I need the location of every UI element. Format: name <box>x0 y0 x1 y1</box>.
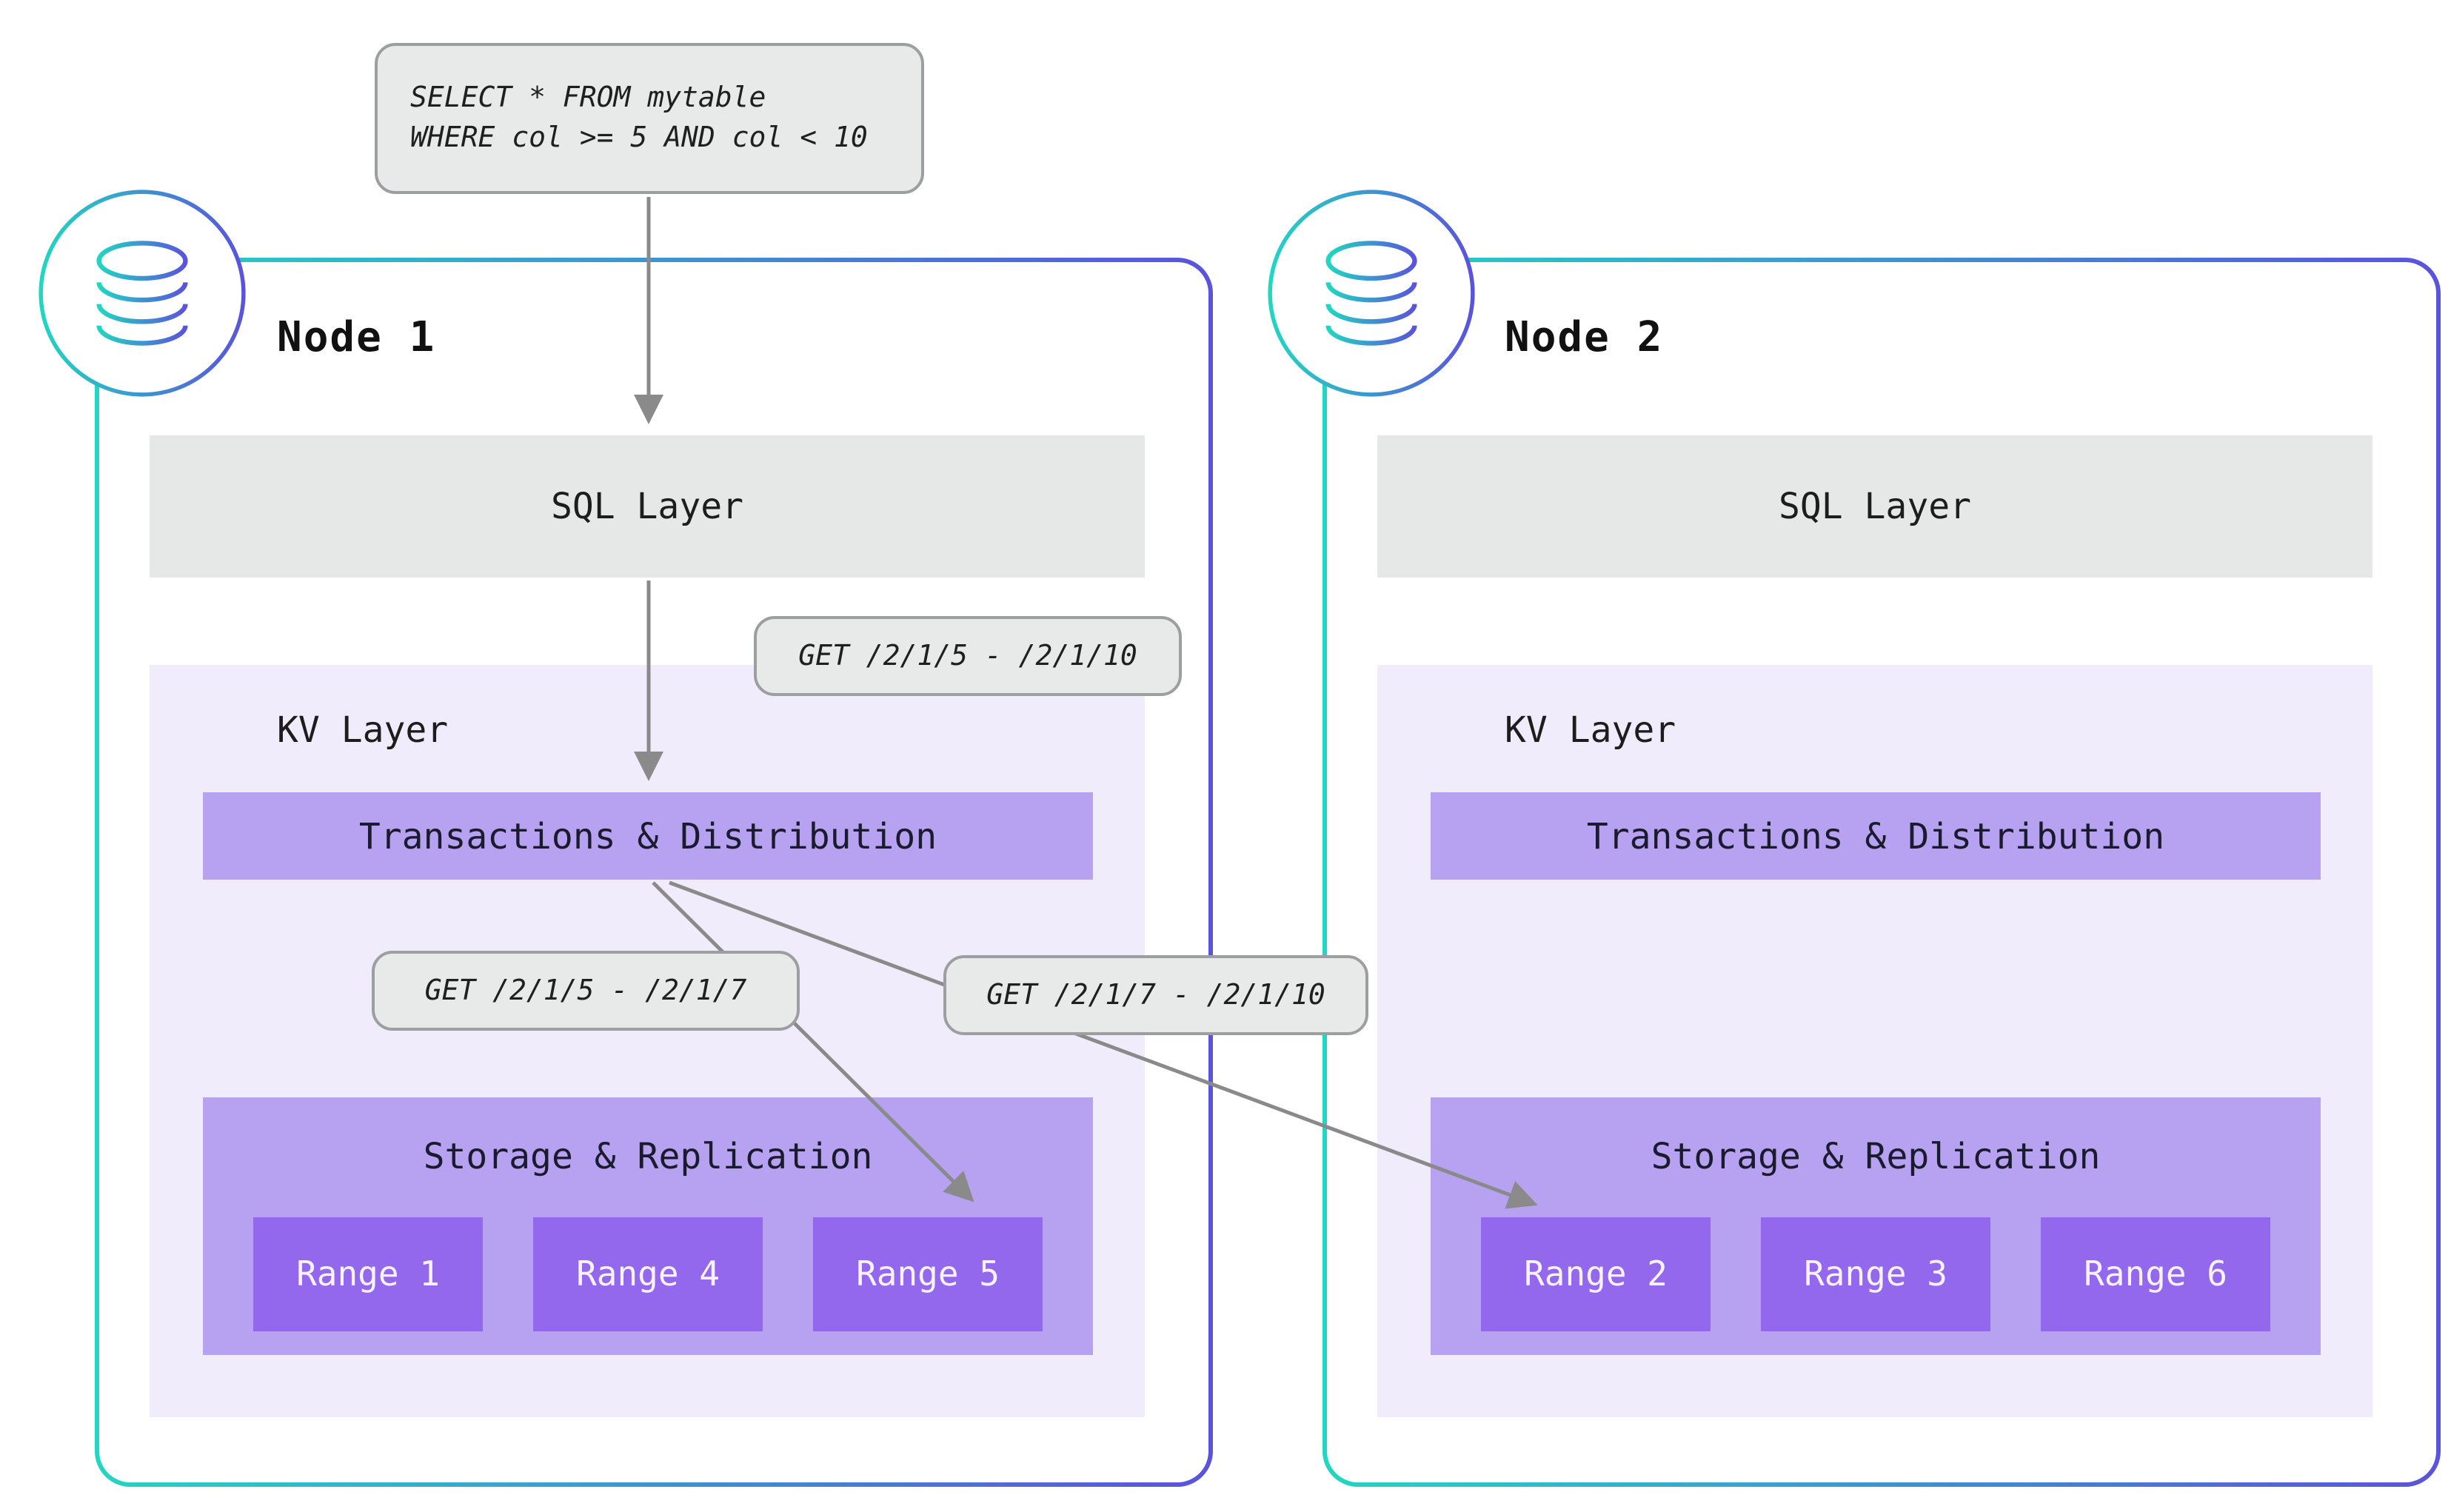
node-1-container: Node 1 SQL Layer KV Layer Transactions &… <box>95 258 1213 1487</box>
node-1-storage-box: Storage & Replication Range 1 Range 4 Ra… <box>203 1097 1093 1355</box>
get-range-label-local: GET /2/1/5 - /2/1/7 <box>372 951 800 1031</box>
node-1-range-1: Range 1 <box>253 1217 483 1331</box>
node-2-range-6: Range 6 <box>2041 1217 2270 1331</box>
get-range-label-remote: GET /2/1/7 - /2/1/10 <box>943 955 1368 1035</box>
get-range-label-full: GET /2/1/5 - /2/1/10 <box>754 616 1182 696</box>
node-2-kv-layer-label: KV Layer <box>1505 709 1676 751</box>
node-2-range-2: Range 2 <box>1481 1217 1711 1331</box>
node-2-kv-layer: KV Layer Transactions & Distribution Sto… <box>1377 665 2373 1417</box>
node-1-range-5: Range 5 <box>813 1217 1043 1331</box>
node-2-body: Node 2 SQL Layer KV Layer Transactions &… <box>1327 262 2436 1482</box>
sql-query-line-1: SELECT * FROM mytable <box>410 81 766 114</box>
node-1-transactions-bar: Transactions & Distribution <box>203 792 1093 880</box>
node-1-storage-label: Storage & Replication <box>423 1136 873 1177</box>
node-2-database-icon <box>1268 190 1475 397</box>
node-1-body: Node 1 SQL Layer KV Layer Transactions &… <box>99 262 1208 1482</box>
node-2-storage-box: Storage & Replication Range 2 Range 3 Ra… <box>1431 1097 2321 1355</box>
sql-query-line-2: WHERE col >= 5 AND col < 10 <box>410 121 868 154</box>
node-1-title: Node 1 <box>277 312 436 361</box>
node-1-kv-layer: KV Layer Transactions & Distribution Sto… <box>150 665 1145 1417</box>
node-1-sql-layer: SQL Layer <box>150 435 1145 578</box>
node-2-range-3: Range 3 <box>1761 1217 1990 1331</box>
node-2-transactions-bar: Transactions & Distribution <box>1431 792 2321 880</box>
node-2-sql-layer: SQL Layer <box>1377 435 2373 578</box>
node-2-storage-label: Storage & Replication <box>1651 1136 2101 1177</box>
node-1-range-4: Range 4 <box>533 1217 763 1331</box>
node-1-kv-layer-label: KV Layer <box>277 709 449 751</box>
sql-query-box: SELECT * FROM mytable WHERE col >= 5 AND… <box>375 43 924 194</box>
node-2-title: Node 2 <box>1505 312 1664 361</box>
node-2-container: Node 2 SQL Layer KV Layer Transactions &… <box>1323 258 2441 1487</box>
node-1-database-icon <box>39 190 246 397</box>
